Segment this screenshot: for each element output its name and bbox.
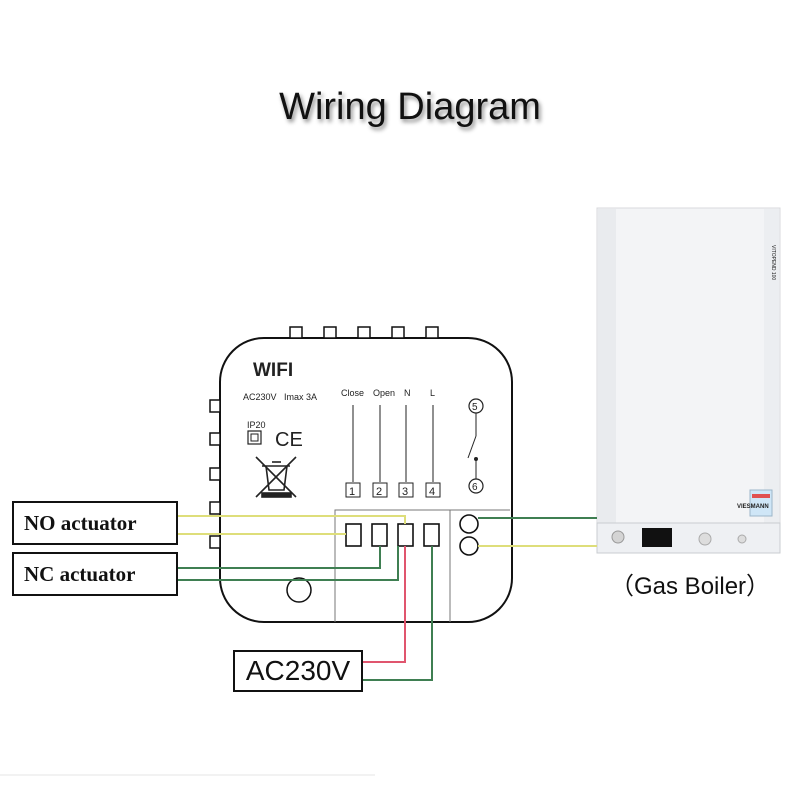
gas-boiler-caption: （Gas Boiler）	[610, 573, 771, 600]
double-insulation-icon	[247, 430, 262, 445]
mounting-hole	[286, 577, 312, 603]
ce-mark: CE	[275, 429, 303, 451]
gas-boiler: VIESMANN VITOPEND 100	[596, 207, 781, 554]
thermostat-back	[209, 326, 513, 623]
terminal-number-4: 4	[429, 486, 435, 498]
terminal-label-l: L	[430, 388, 435, 398]
model-label: WIFI	[253, 360, 293, 381]
boiler-knob	[698, 532, 712, 546]
wire-no-top	[176, 515, 406, 524]
diagram-title: Wiring Diagram	[279, 86, 541, 128]
boiler-gauge	[611, 530, 625, 544]
terminal-number-1: 1	[349, 486, 355, 498]
power-supply-label: AC230V	[233, 650, 363, 692]
no-actuator-label: NO actuator	[12, 501, 178, 545]
boiler-label-sticker	[749, 489, 773, 517]
terminal-label-n: N	[404, 388, 411, 398]
terminal-number-boxes	[345, 482, 441, 498]
boiler-button	[737, 534, 747, 544]
wire-live	[363, 546, 406, 663]
terminal-number-2: 2	[376, 486, 382, 498]
terminal-block	[345, 514, 479, 556]
ip-rating-label: IP20	[247, 420, 266, 430]
relay-number-6: 6	[472, 482, 478, 493]
weee-bin-icon	[255, 456, 297, 498]
wires	[176, 515, 597, 681]
relay-switch-symbol	[467, 413, 478, 479]
rating-label: AC230V Imax 3A	[243, 392, 317, 402]
wire-nc-top	[176, 546, 381, 569]
boiler-side-text: VITOPEND 100	[770, 245, 776, 280]
wire-nc-bottom	[176, 546, 399, 581]
boiler-display	[642, 528, 672, 547]
terminal-number-3: 3	[402, 486, 408, 498]
terminal-label-open: Open	[373, 388, 395, 398]
terminal-label-close: Close	[341, 388, 364, 398]
relay-number-5: 5	[472, 402, 478, 413]
nc-actuator-label: NC actuator	[12, 552, 178, 596]
wire-neutral	[363, 546, 433, 681]
boiler-brand: VIESMANN	[737, 504, 769, 510]
